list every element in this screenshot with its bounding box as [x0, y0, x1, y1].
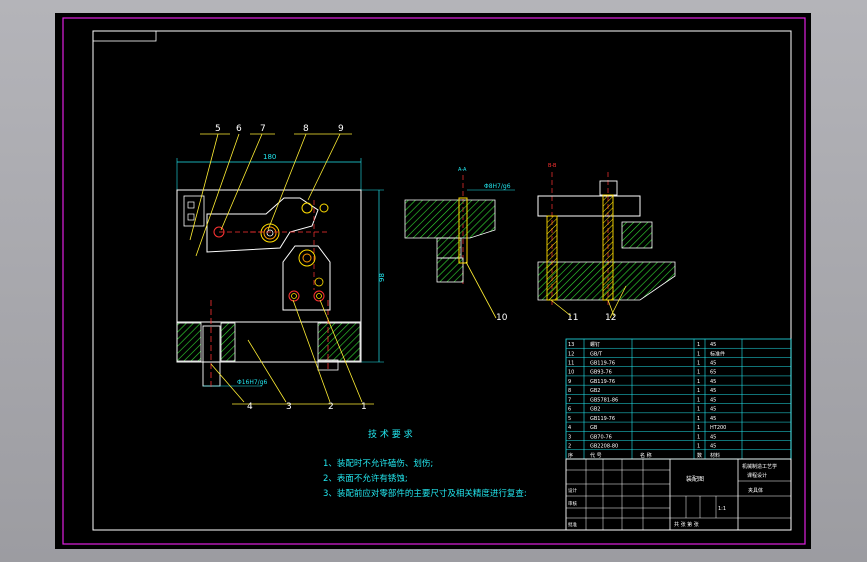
bom-cell-qty: 1 — [697, 397, 700, 403]
bom-cell-mat: 45 — [710, 416, 716, 422]
bom-cell-mat: 45 — [710, 360, 716, 366]
bom-cell-code: GB119-76 — [590, 360, 615, 366]
balloon-2: 2 — [328, 402, 334, 412]
bom-cell-qty: 1 — [697, 444, 700, 450]
bom-cell-qty: 1 — [697, 407, 700, 413]
bom-cell-no: 5 — [568, 416, 571, 422]
bom-cell-name: 名 称 — [640, 452, 652, 459]
balloon-6: 6 — [236, 124, 242, 134]
balloon-5: 5 — [215, 124, 221, 134]
title-approver: 批准 — [568, 521, 577, 528]
bom-cell-no: 3 — [568, 434, 571, 440]
bom-cell-code: GB70-76 — [590, 434, 612, 440]
bom-cell-qty: 1 — [697, 370, 700, 376]
bom-cell-no: 7 — [568, 397, 571, 403]
bom-cell-no: 9 — [568, 379, 571, 385]
balloon-3: 3 — [286, 402, 292, 412]
dim-fit-bottom: Φ16H7/g6 — [237, 379, 268, 386]
tech-req-item-1: 1、装配时不允许磕伤、划伤; — [323, 458, 433, 469]
title-subtitle: 课程设计 — [747, 472, 767, 479]
tech-req-item-2: 2、表面不允许有锈蚀; — [323, 473, 408, 484]
bom-cell-no: 12 — [568, 351, 574, 357]
bom-cell-qty: 1 — [697, 388, 700, 394]
bom-cell-qty: 1 — [697, 351, 700, 357]
title-drawing-no: 装配图 — [686, 475, 704, 483]
dim-width-label: 180 — [263, 153, 276, 161]
bom-cell-qty: 1 — [697, 379, 700, 385]
section-mark-a: A-A — [458, 167, 467, 173]
title-block: 装配图 机械制造工艺学 课程设计 夹具体 1:1 共 张 第 张 设计 审核 批… — [565, 458, 792, 531]
title-company: 机械制造工艺学 — [742, 463, 777, 470]
bom-cell-code: GB93-76 — [590, 370, 612, 376]
tech-req-item-3: 3、装配前应对零部件的主要尺寸及相关精度进行复查: — [323, 488, 527, 499]
bom-cell-mat: 45 — [710, 342, 716, 348]
bom-cell-mat: 45 — [710, 407, 716, 413]
bom-cell-qty: 数 — [697, 452, 702, 459]
inner-border — [92, 30, 792, 531]
bom-cell-mat: 45 — [710, 388, 716, 394]
section-view-b: B-B — [537, 163, 676, 319]
dim-height-label: 98 — [378, 273, 386, 282]
bom-cell-code: GB2 — [590, 388, 601, 394]
bom-cell-qty: 1 — [697, 434, 700, 440]
balloon-7: 7 — [260, 124, 266, 134]
title-designer: 设计 — [568, 487, 577, 494]
tech-requirements: 技 术 要 求 1、装配时不允许磕伤、划伤; 2、表面不允许有锈蚀; 3、装配前… — [323, 428, 527, 499]
bom-cell-code: 代 号 — [590, 452, 602, 459]
balloon-10: 10 — [496, 313, 508, 323]
bom-cell-code: GB2 — [590, 407, 601, 413]
bom-cell-mat: 45 — [710, 434, 716, 440]
tech-req-heading: 技 术 要 求 — [368, 428, 413, 440]
bom-cell-no: 10 — [568, 370, 574, 376]
balloon-4: 4 — [247, 402, 253, 412]
bom-cell-no: 11 — [568, 360, 574, 366]
balloon-12: 12 — [605, 313, 616, 323]
sheet-background — [55, 13, 811, 549]
bom-cell-no: 2 — [568, 444, 571, 450]
bom-cell-code: 螺钉 — [590, 341, 600, 348]
balloon-1: 1 — [361, 402, 367, 412]
bom-cell-mat: HT200 — [710, 425, 726, 431]
balloon-labels: 5 6 7 8 9 10 11 12 4 3 2 1 — [215, 124, 616, 412]
front-view: 180 98 — [176, 133, 386, 405]
title-checker: 审核 — [568, 500, 577, 507]
bom-cell-code: GB — [590, 425, 598, 431]
title-drawing-name: 夹具体 — [748, 487, 763, 494]
bom-cell-mat: 45 — [710, 379, 716, 385]
bom-cell-code: GB119-76 — [590, 416, 615, 422]
bom-cell-mat: 65 — [710, 370, 716, 376]
bom-cell-code: GB119-76 — [590, 379, 615, 385]
bom-cell-mat: 45 — [710, 397, 716, 403]
title-sheet-label: 共 张 第 张 — [674, 521, 699, 528]
dim-fit-section: Φ8H7/g6 — [484, 183, 511, 190]
top-left-box — [92, 30, 157, 42]
balloon-9: 9 — [338, 124, 344, 134]
bom-cell-code: GB5781-86 — [590, 397, 618, 403]
bom-cell-qty: 1 — [697, 416, 700, 422]
bom-cell-no: 4 — [568, 425, 571, 431]
bom-cell-no: 序 — [568, 452, 573, 459]
bom-cell-no: 13 — [568, 342, 574, 348]
section-view-a: A-A Φ8H7/g6 — [404, 167, 515, 319]
bom-cell-no: 6 — [568, 407, 571, 413]
balloon-11: 11 — [567, 313, 578, 323]
bom-cell-qty: 1 — [697, 425, 700, 431]
outer-frame — [62, 17, 806, 545]
bom-cell-code: GB2208-80 — [590, 444, 618, 450]
bom-cell-qty: 1 — [697, 360, 700, 366]
section-mark-b: B-B — [548, 163, 557, 169]
bom-cell-no: 8 — [568, 388, 571, 394]
bom-cell-mat: 45 — [710, 444, 716, 450]
title-scale: 1:1 — [718, 506, 726, 512]
bom-cell-code: GB/T — [590, 351, 603, 357]
balloon-8: 8 — [303, 124, 309, 134]
bom-cell-qty: 1 — [697, 342, 700, 348]
bom-cell-mat: 标准件 — [710, 350, 725, 357]
bom-cell-mat: 材料 — [710, 452, 720, 459]
